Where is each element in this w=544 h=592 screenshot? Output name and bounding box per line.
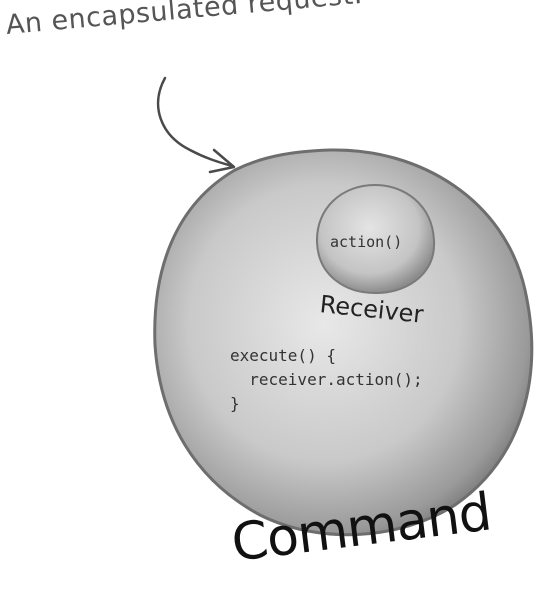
code-line-2: receiver.action(); — [230, 370, 423, 389]
receiver-sphere — [315, 183, 436, 295]
annotation-arrow — [156, 76, 234, 168]
annotation-arrowhead — [208, 148, 236, 174]
receiver-action-method: action() — [330, 233, 403, 251]
command-sphere — [153, 148, 534, 537]
code-line-1: execute() { — [230, 346, 336, 365]
code-line-3: } — [230, 394, 240, 413]
execute-method-code: execute() { receiver.action(); } — [230, 344, 423, 416]
